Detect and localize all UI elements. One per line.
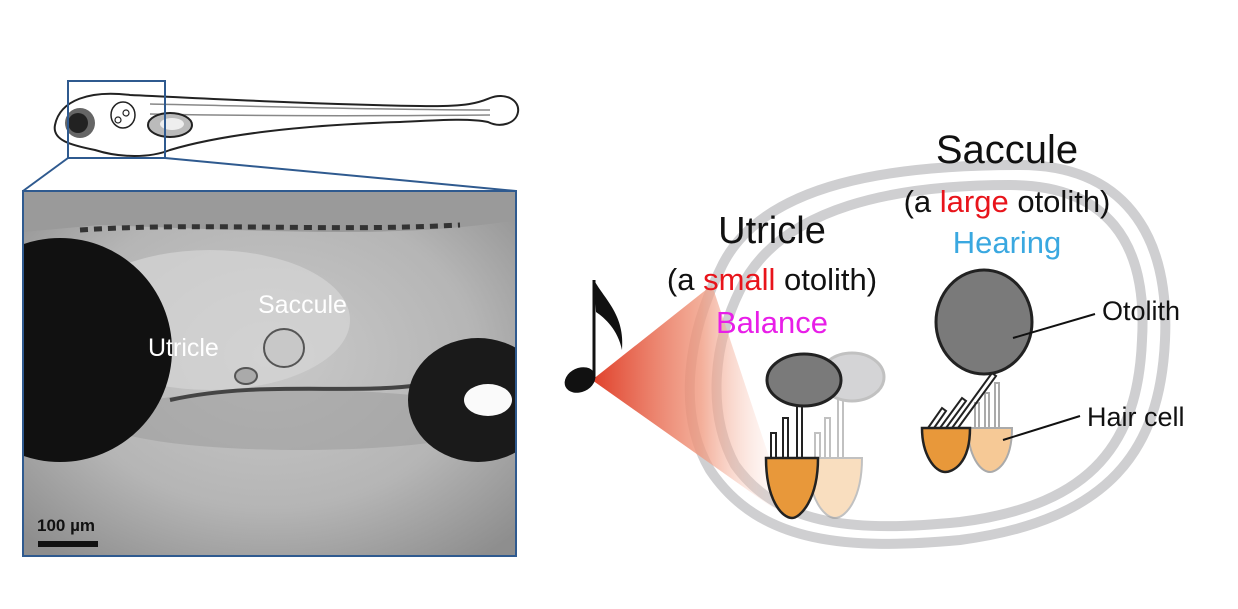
hair-cell-leader-line (1002, 415, 1081, 441)
hair-cell-label: Hair cell (1087, 402, 1185, 432)
zoom-indicator (22, 80, 517, 192)
utricle-hair-cells (764, 351, 886, 520)
eye-left (23, 238, 172, 462)
micrograph-frame (22, 190, 517, 557)
utricle-function: Balance (716, 305, 828, 340)
otolith-leader-line (1012, 313, 1096, 339)
micro-saccule-otolith (263, 328, 305, 368)
saccule-title: Saccule (936, 128, 1078, 172)
utricle-title: Utricle (718, 210, 826, 252)
size-word-small: small (703, 262, 775, 297)
saccule-otolith (934, 268, 1034, 376)
micro-utricle-otolith (234, 367, 258, 385)
music-note-icon (564, 280, 623, 393)
saccule-hair-cells (920, 268, 1034, 474)
eye-right (408, 338, 516, 462)
scale-bar-label: 100 µm (37, 516, 95, 535)
utricle-subtitle: (a small otolith) (667, 262, 877, 297)
otolith-label: Otolith (1102, 296, 1180, 326)
micro-label-utricle: Utricle (148, 334, 219, 362)
micrograph (23, 191, 516, 556)
utricle-otolith (765, 352, 843, 408)
size-word-large: large (940, 184, 1009, 219)
scale-bar (38, 541, 98, 547)
saccule-subtitle: (a large otolith) (904, 184, 1111, 219)
micro-label-saccule: Saccule (258, 291, 347, 319)
sound-cone (592, 285, 790, 520)
larva-illustration (53, 92, 520, 157)
saccule-function: Hearing (953, 225, 1062, 260)
